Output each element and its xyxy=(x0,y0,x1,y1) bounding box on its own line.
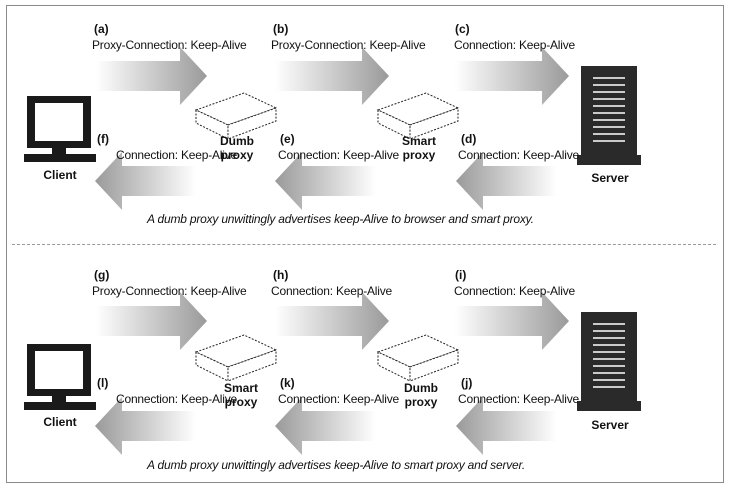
panel-caption: A dumb proxy unwittingly advertises keep… xyxy=(147,458,526,472)
arrow-left xyxy=(456,152,557,210)
header-label: Connection: Keep-Alive xyxy=(271,284,393,298)
arrow-left xyxy=(275,397,376,455)
step-tag: (f) xyxy=(97,132,109,146)
proxy-box-icon xyxy=(376,334,460,382)
figure-frame xyxy=(6,5,724,483)
header-label: Connection: Keep-Alive xyxy=(458,392,580,406)
step-tag: (k) xyxy=(280,376,295,390)
step-tag: (d) xyxy=(461,132,477,146)
step-tag: (b) xyxy=(273,22,289,36)
step-tag: (i) xyxy=(455,268,467,282)
arrow-left xyxy=(275,152,376,210)
arrow-right xyxy=(455,47,569,105)
arrow-right xyxy=(96,292,207,350)
step-tag: (a) xyxy=(94,22,109,36)
proxy-box-icon xyxy=(194,334,278,382)
step-tag: (c) xyxy=(455,22,470,36)
smart-proxy-label: Smart proxy xyxy=(401,134,436,162)
header-label: Connection: Keep-Alive xyxy=(278,148,400,162)
header-label: Connection: Keep-Alive xyxy=(116,148,238,162)
client-computer-icon xyxy=(24,96,96,162)
header-label: Connection: Keep-Alive xyxy=(116,392,238,406)
server-icon xyxy=(577,312,641,411)
top-panel-graphics xyxy=(24,47,641,210)
arrow-left xyxy=(95,152,196,210)
server-label: Server xyxy=(591,418,629,432)
header-label: Proxy-Connection: Keep-Alive xyxy=(92,38,247,52)
step-tag: (h) xyxy=(273,268,289,282)
arrow-right xyxy=(96,47,207,105)
arrow-left xyxy=(95,397,196,455)
step-tag: (l) xyxy=(97,376,109,390)
arrow-right xyxy=(455,292,569,350)
header-label: Proxy-Connection: Keep-Alive xyxy=(271,38,426,52)
dumb-proxy-label: Dumb proxy xyxy=(220,134,254,162)
header-label: Connection: Keep-Alive xyxy=(458,148,580,162)
proxy-box-icon xyxy=(376,92,460,140)
client-label: Client xyxy=(43,168,77,182)
proxy-box-icon xyxy=(194,92,278,140)
dumb-proxy-label: Dumb proxy xyxy=(404,381,438,409)
arrow-left xyxy=(456,397,557,455)
server-label: Server xyxy=(591,171,629,185)
header-label: Proxy-Connection: Keep-Alive xyxy=(92,284,247,298)
step-tag: (e) xyxy=(280,132,295,146)
client-computer-icon xyxy=(24,344,96,410)
header-label: Connection: Keep-Alive xyxy=(278,392,400,406)
header-label: Connection: Keep-Alive xyxy=(454,284,576,298)
panel-divider xyxy=(12,244,716,245)
arrow-right xyxy=(275,292,389,350)
arrow-right xyxy=(275,47,389,105)
step-tag: (g) xyxy=(94,268,110,282)
bottom-panel-graphics xyxy=(24,292,641,455)
panel-caption: A dumb proxy unwittingly advertises keep… xyxy=(147,212,534,226)
smart-proxy-label: Smart proxy xyxy=(223,381,258,409)
server-icon xyxy=(577,66,641,165)
header-label: Connection: Keep-Alive xyxy=(454,38,576,52)
client-label: Client xyxy=(43,415,77,429)
step-tag: (j) xyxy=(461,376,473,390)
